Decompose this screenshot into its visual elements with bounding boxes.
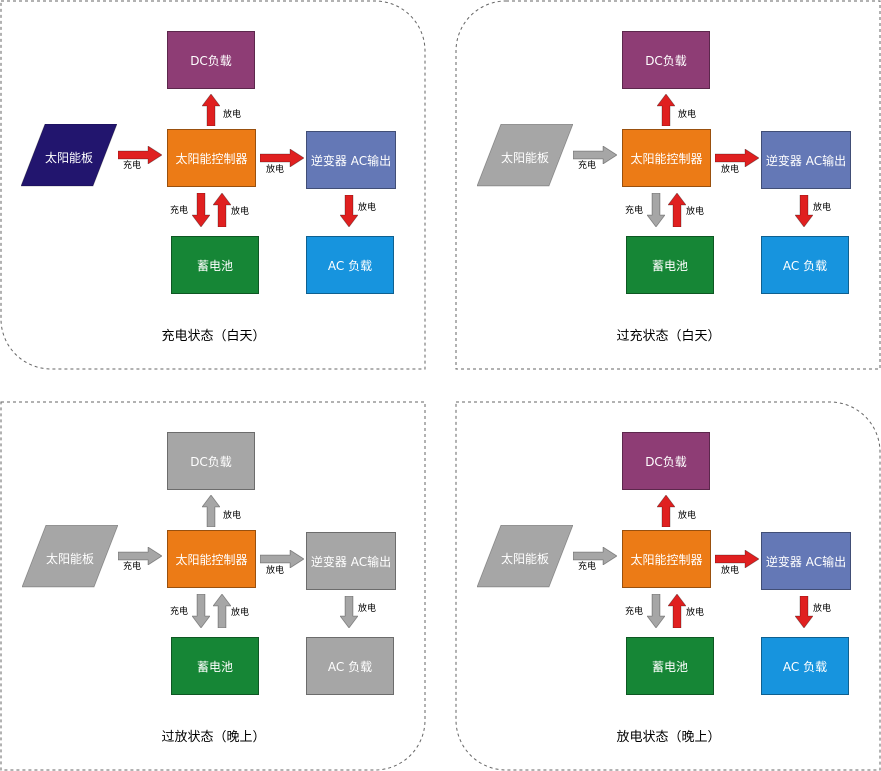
arrow-discharge-battery: [213, 193, 231, 227]
inverter-box: 逆变器 AC输出: [306, 532, 396, 590]
panel-charging-day: 太阳能板 充电 DC负载 放电 太阳能控制器 放电 逆变器 AC输出 放电 充电…: [0, 0, 427, 370]
arrow-charge-battery: [192, 594, 210, 628]
panel-outline: [0, 401, 426, 771]
label-discharge-ac: 放电: [813, 604, 832, 614]
battery-box: 蓄电池: [171, 637, 259, 695]
arrow-solar-to-controller: [573, 146, 617, 164]
battery-box: 蓄电池: [626, 637, 714, 695]
panel-outline: [0, 0, 426, 370]
solar-panel-label: 太阳能板: [45, 551, 94, 566]
label-discharge-inverter: 放电: [266, 566, 285, 576]
label-charge-solar: 充电: [123, 562, 142, 572]
arrow-discharge-battery: [668, 193, 686, 227]
arrow-to-ac-load: [340, 596, 358, 628]
label-discharge-battery: 放电: [231, 608, 250, 618]
panel-caption: 充电状态（白天）: [161, 329, 266, 344]
label-discharge-dc: 放电: [223, 110, 242, 120]
label-charge-solar: 充电: [123, 161, 142, 171]
label-discharge-inverter: 放电: [721, 566, 740, 576]
arrow-to-inverter: [715, 149, 759, 167]
arrow-to-ac-load: [795, 195, 813, 227]
arrow-charge-battery: [647, 594, 665, 628]
panel-caption: 过充状态（白天）: [616, 329, 721, 344]
label-discharge-battery: 放电: [686, 207, 705, 217]
ac-load-box: AC 负载: [306, 637, 394, 695]
arrow-to-dc-load: [657, 94, 675, 126]
battery-box: 蓄电池: [171, 236, 259, 294]
controller-box: 太阳能控制器: [167, 129, 256, 187]
label-discharge-inverter: 放电: [266, 165, 285, 175]
label-discharge-battery: 放电: [231, 207, 250, 217]
solar-shape: [476, 524, 574, 588]
solar-panel-label: 太阳能板: [44, 150, 93, 165]
label-discharge-ac: 放电: [358, 203, 377, 213]
panel-overcharge-day: 太阳能板 充电 DC负载 放电 太阳能控制器 放电 逆变器 AC输出 放电 充电…: [455, 0, 881, 370]
arrow-to-ac-load: [795, 596, 813, 628]
arrow-to-inverter: [260, 149, 304, 167]
arrow-solar-to-controller: [118, 146, 162, 164]
ac-load-box: AC 负载: [761, 637, 849, 695]
label-discharge-inverter: 放电: [721, 165, 740, 175]
inverter-box: 逆变器 AC输出: [761, 532, 851, 590]
solar-panel-label: 太阳能板: [500, 551, 549, 566]
dc-load-box: DC负载: [622, 31, 710, 89]
panel-discharging-night: 太阳能板 充电 DC负载 放电 太阳能控制器 放电 逆变器 AC输出 放电 充电…: [455, 401, 881, 771]
arrow-solar-to-controller: [573, 547, 617, 565]
solar-panel-label: 太阳能板: [500, 150, 549, 165]
arrow-to-dc-load: [202, 495, 220, 527]
arrow-charge-battery: [647, 193, 665, 227]
controller-box: 太阳能控制器: [622, 530, 711, 588]
label-charge-solar: 充电: [578, 562, 597, 572]
battery-box: 蓄电池: [626, 236, 714, 294]
inverter-box: 逆变器 AC输出: [306, 131, 396, 189]
solar-shape: [21, 524, 119, 588]
label-discharge-ac: 放电: [813, 203, 832, 213]
solar-panel: 太阳能板: [21, 524, 119, 591]
panel-overdischarge-night: 太阳能板 充电 DC负载 放电 太阳能控制器 放电 逆变器 AC输出 放电 充电…: [0, 401, 427, 771]
label-discharge-battery: 放电: [686, 608, 705, 618]
arrow-to-dc-load: [657, 495, 675, 527]
label-charge-battery: 充电: [625, 607, 644, 617]
solar-panel: 太阳能板: [20, 123, 118, 190]
solar-panel: 太阳能板: [476, 524, 574, 591]
label-charge-solar: 充电: [578, 161, 597, 171]
solar-shape: [20, 123, 118, 187]
arrow-to-inverter: [715, 550, 759, 568]
label-charge-battery: 充电: [170, 607, 189, 617]
arrow-to-dc-load: [202, 94, 220, 126]
panel-outline: [455, 0, 881, 370]
panel-caption: 放电状态（晚上）: [616, 730, 721, 745]
panel-caption: 过放状态（晚上）: [161, 730, 266, 745]
inverter-box: 逆变器 AC输出: [761, 131, 851, 189]
label-charge-battery: 充电: [625, 206, 644, 216]
arrow-discharge-battery: [213, 594, 231, 628]
arrow-solar-to-controller: [118, 547, 162, 565]
arrow-to-ac-load: [340, 195, 358, 227]
arrow-charge-battery: [192, 193, 210, 227]
solar-panel: 太阳能板: [476, 123, 574, 190]
label-discharge-dc: 放电: [678, 110, 697, 120]
arrow-to-inverter: [260, 550, 304, 568]
dc-load-box: DC负载: [167, 31, 255, 89]
controller-box: 太阳能控制器: [167, 530, 256, 588]
controller-box: 太阳能控制器: [622, 129, 711, 187]
label-discharge-dc: 放电: [223, 511, 242, 521]
ac-load-box: AC 负载: [761, 236, 849, 294]
ac-load-box: AC 负载: [306, 236, 394, 294]
dc-load-box: DC负载: [622, 432, 710, 490]
arrow-discharge-battery: [668, 594, 686, 628]
label-discharge-dc: 放电: [678, 511, 697, 521]
dc-load-box: DC负载: [167, 432, 255, 490]
label-discharge-ac: 放电: [358, 604, 377, 614]
solar-shape: [476, 123, 574, 187]
label-charge-battery: 充电: [170, 206, 189, 216]
panel-outline: [455, 401, 881, 771]
